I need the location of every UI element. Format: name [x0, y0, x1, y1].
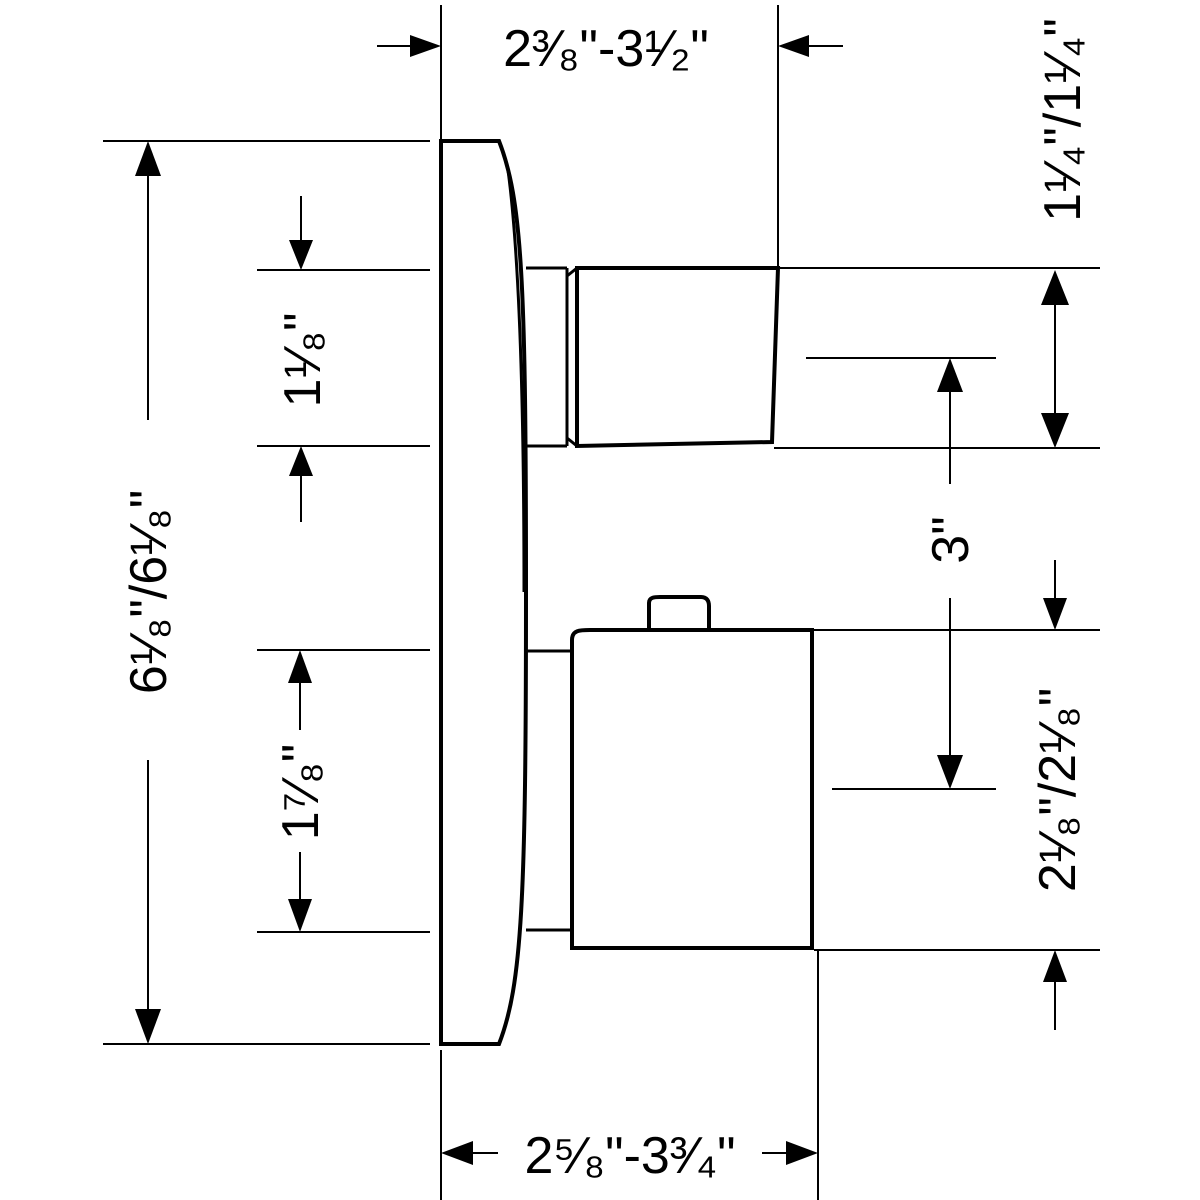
top-width-label: 2³⁄₈"-3¹⁄₂" [503, 20, 709, 78]
dimension-upper-handle: 1¹⁄₈" [274, 196, 332, 522]
faceplate [439, 139, 529, 1046]
dimension-overall-height: 6¹⁄₈"/6¹⁄₈" [120, 141, 178, 1044]
upper-handle-label: 1¹⁄₈" [274, 313, 332, 408]
dimension-lower-handle: 1⁷⁄₈" [272, 650, 330, 932]
bottom-width-label: 2⁵⁄₈"-3³⁄₄" [524, 1127, 735, 1185]
extension-lines [103, 5, 1100, 1200]
upper-stem [526, 266, 569, 448]
lower-stem [526, 649, 572, 932]
overall-height-label: 6¹⁄₈"/6¹⁄₈" [120, 490, 178, 694]
top-right-depth-label: 1¹⁄₄"/1¹⁄₄" [1034, 18, 1092, 222]
dimension-top-right-depth: 1¹⁄₄"/1¹⁄₄" [1034, 18, 1092, 222]
right-lower-label: 2¹⁄₈"/2¹⁄₈" [1029, 688, 1087, 892]
lower-handle-label: 1⁷⁄₈" [272, 744, 330, 840]
upper-handle [566, 266, 781, 449]
dimension-top-width: 2³⁄₈"-3¹⁄₂" [377, 20, 843, 78]
lower-handle [570, 595, 814, 950]
center-spacing-label: 3" [922, 516, 980, 563]
dimension-right-upper [1041, 270, 1069, 448]
dimension-right-lower: 2¹⁄₈"/2¹⁄₈" [1029, 560, 1087, 1030]
dimension-center-spacing: 3" [922, 358, 980, 789]
dimension-bottom-width: 2⁵⁄₈"-3³⁄₄" [441, 1127, 818, 1185]
